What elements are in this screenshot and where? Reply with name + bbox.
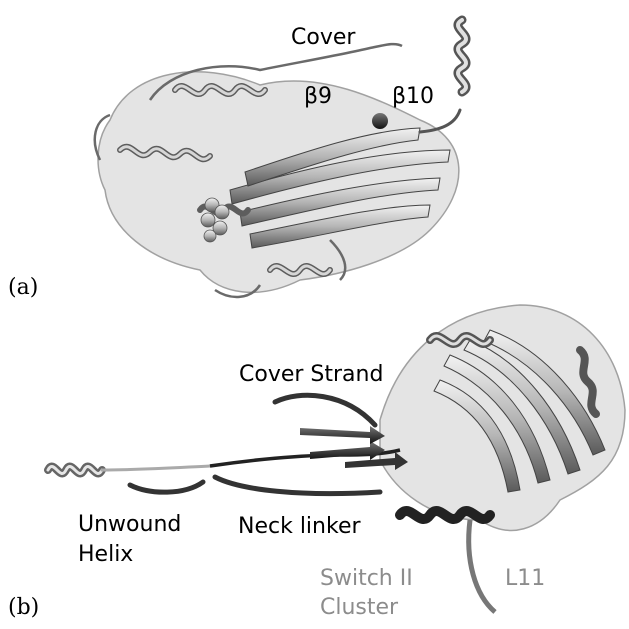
- unwound-helix-b: [48, 466, 210, 473]
- panel-tag-b: (b): [8, 597, 39, 619]
- cover-strand-bracket: [275, 395, 375, 425]
- cover-strand-arrow: [300, 426, 385, 444]
- label-neck-linker: Neck linker: [238, 516, 361, 538]
- unwound-helix-bracket: [130, 482, 203, 492]
- l11-loop: [469, 520, 495, 612]
- label-helix: Helix: [78, 544, 133, 566]
- label-unwound: Unwound: [78, 514, 181, 536]
- label-switch-ii: Switch II: [320, 568, 413, 590]
- label-l11: L11: [505, 568, 545, 590]
- label-beta10: β10: [392, 86, 434, 108]
- neck-linker-bracket: [215, 477, 380, 494]
- label-cover: Cover: [291, 27, 355, 49]
- neck-arrow: [310, 441, 385, 460]
- label-beta9: β9: [304, 86, 332, 108]
- label-cover-strand: Cover Strand: [239, 364, 383, 386]
- label-cluster: Cluster: [320, 597, 398, 619]
- neck-helix-a: [420, 20, 466, 132]
- panel-tag-a: (a): [8, 277, 38, 299]
- panel-a-structure: [95, 20, 466, 297]
- marker-sphere: [372, 113, 388, 129]
